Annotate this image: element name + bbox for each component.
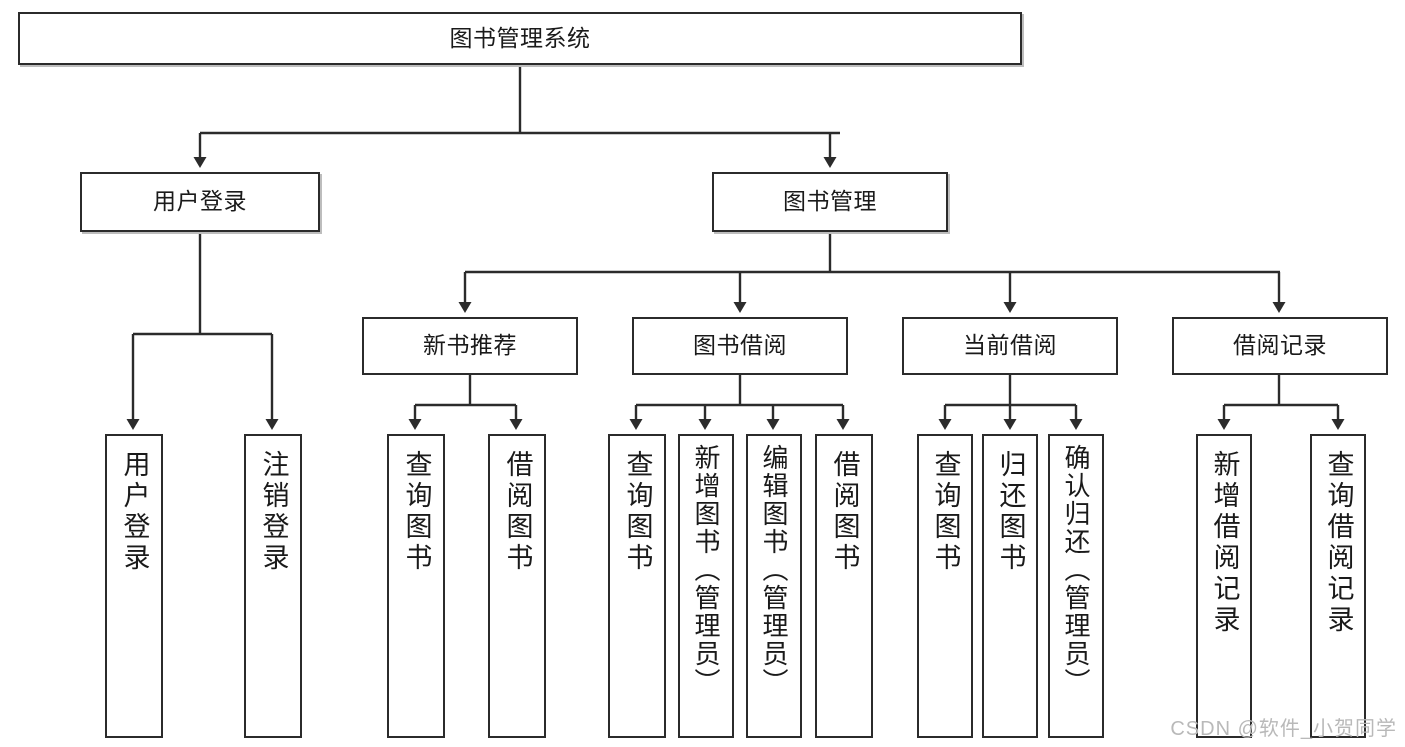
- node-user-login-label: 用户登录: [153, 188, 247, 215]
- node-borrow-record[interactable]: 借阅记录: [1172, 317, 1388, 375]
- node-leaf-borrow-book[interactable]: 借阅图书: [815, 434, 873, 738]
- node-leaf-add-borrow-record-label: 新增借阅记录: [1209, 450, 1240, 636]
- node-leaf-borrow-book-recommend-label: 借阅图书: [502, 450, 533, 574]
- node-root-label: 图书管理系统: [449, 24, 591, 51]
- node-leaf-add-book-admin[interactable]: 新增图书（管理员）: [678, 434, 734, 738]
- node-root[interactable]: 图书管理系统: [18, 12, 1022, 65]
- node-leaf-add-book-admin-label: 新增图书（管理员）: [691, 444, 721, 696]
- node-current-borrow[interactable]: 当前借阅: [902, 317, 1118, 375]
- node-new-book-recommend[interactable]: 新书推荐: [362, 317, 578, 375]
- node-leaf-query-book-recommend[interactable]: 查询图书: [387, 434, 445, 738]
- node-leaf-borrow-book-label: 借阅图书: [829, 450, 860, 574]
- node-book-manage-label: 图书管理: [783, 188, 877, 215]
- node-leaf-user-login[interactable]: 用户登录: [105, 434, 163, 738]
- node-leaf-logout-label: 注销登录: [258, 450, 289, 574]
- node-leaf-confirm-return-admin-label: 确认归还（管理员）: [1061, 444, 1091, 696]
- node-leaf-query-book-recommend-label: 查询图书: [401, 450, 432, 574]
- node-leaf-confirm-return-admin[interactable]: 确认归还（管理员）: [1048, 434, 1104, 738]
- node-leaf-edit-book-admin-label: 编辑图书（管理员）: [759, 444, 789, 696]
- node-leaf-borrow-book-recommend[interactable]: 借阅图书: [488, 434, 546, 738]
- node-borrow-record-label: 借阅记录: [1233, 332, 1327, 359]
- node-leaf-return-book-label: 归还图书: [995, 450, 1026, 574]
- node-leaf-query-book-borrow[interactable]: 查询图书: [608, 434, 666, 738]
- node-leaf-query-book-current-label: 查询图书: [930, 450, 961, 574]
- node-current-borrow-label: 当前借阅: [963, 332, 1057, 359]
- node-leaf-user-login-label: 用户登录: [119, 450, 150, 574]
- node-leaf-add-borrow-record[interactable]: 新增借阅记录: [1196, 434, 1252, 738]
- node-leaf-edit-book-admin[interactable]: 编辑图书（管理员）: [746, 434, 802, 738]
- node-leaf-query-book-borrow-label: 查询图书: [622, 450, 653, 574]
- node-book-borrow-label: 图书借阅: [693, 332, 787, 359]
- node-book-borrow[interactable]: 图书借阅: [632, 317, 848, 375]
- node-leaf-query-borrow-record-label: 查询借阅记录: [1323, 450, 1354, 636]
- node-leaf-return-book[interactable]: 归还图书: [982, 434, 1038, 738]
- node-new-book-recommend-label: 新书推荐: [423, 332, 517, 359]
- node-leaf-logout[interactable]: 注销登录: [244, 434, 302, 738]
- node-leaf-query-borrow-record[interactable]: 查询借阅记录: [1310, 434, 1366, 738]
- node-book-manage[interactable]: 图书管理: [712, 172, 948, 232]
- node-user-login[interactable]: 用户登录: [80, 172, 320, 232]
- node-leaf-query-book-current[interactable]: 查询图书: [917, 434, 973, 738]
